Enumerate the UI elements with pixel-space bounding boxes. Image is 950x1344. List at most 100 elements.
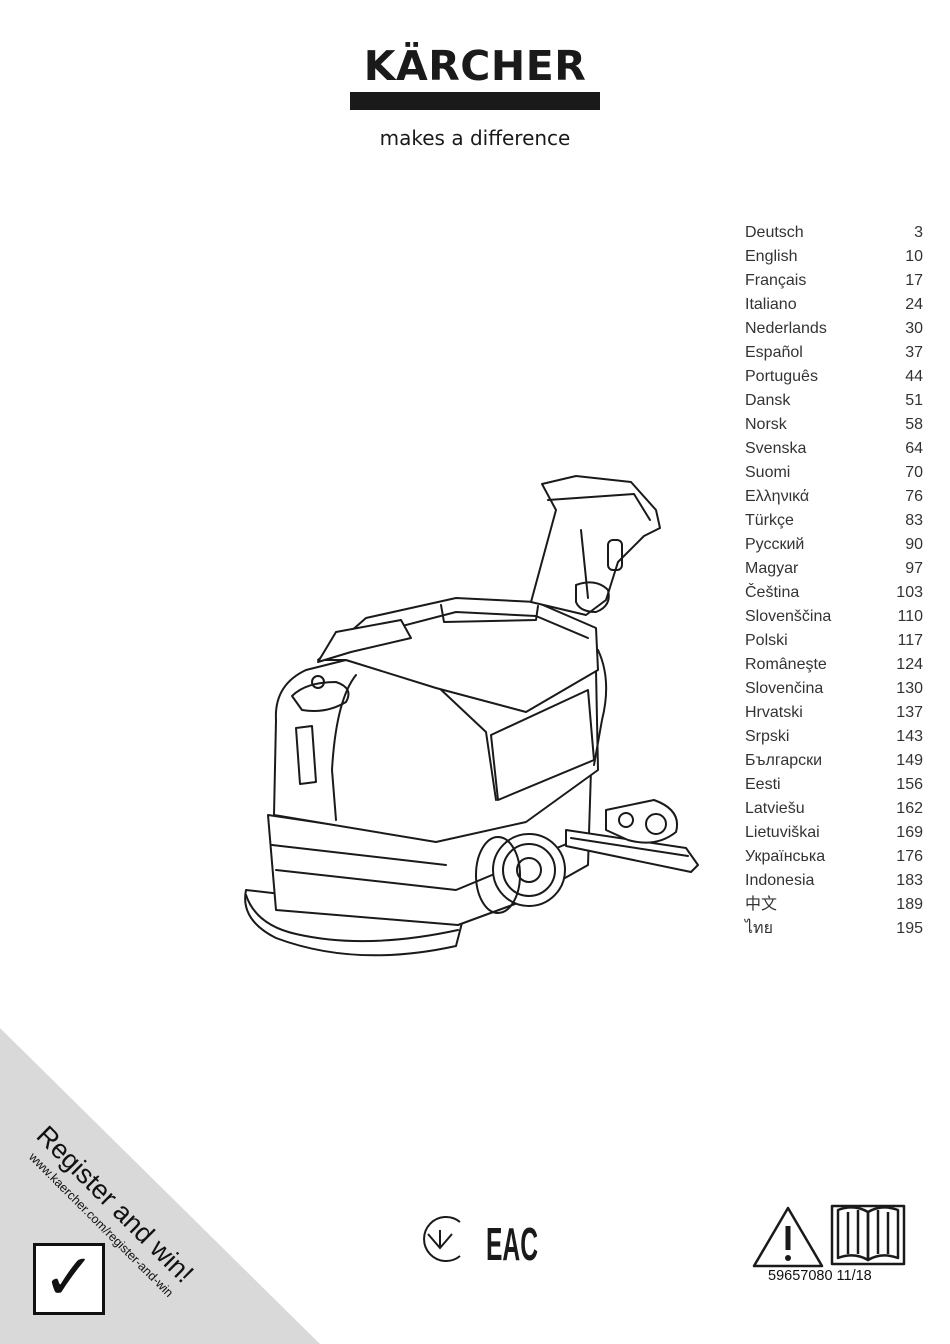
toc-language: Hrvatski: [745, 704, 803, 721]
toc-page-number: 169: [896, 824, 923, 841]
toc-page-number: 137: [896, 704, 923, 721]
toc-entry[interactable]: Čeština 103: [745, 582, 923, 606]
brand-logo: KÄRCHER: [350, 44, 600, 112]
toc-page-number: 83: [905, 512, 923, 529]
toc-language: 中文: [745, 896, 778, 913]
toc-language: Українська: [745, 848, 826, 865]
toc-language: Ελληνικά: [745, 488, 810, 505]
toc-language: Čeština: [745, 584, 800, 601]
toc-entry[interactable]: Nederlands 30: [745, 318, 923, 342]
toc-language: Indonesia: [745, 872, 815, 889]
toc-page-number: 103: [896, 584, 923, 601]
toc-page-number: 70: [905, 464, 923, 481]
toc-page-number: 156: [896, 776, 923, 793]
toc-entry[interactable]: Indonesia 183: [745, 870, 923, 894]
toc-language: Deutsch: [745, 224, 804, 241]
safety-icons: [752, 1204, 906, 1268]
toc-language: Suomi: [745, 464, 791, 481]
certification-marks: EAC: [423, 1216, 538, 1268]
floor-scrubber-illustration: [244, 475, 699, 957]
open-book-icon: [830, 1204, 906, 1266]
toc-language: Norsk: [745, 416, 787, 433]
toc-page-number: 17: [905, 272, 923, 289]
toc-entry[interactable]: Lietuviškai 169: [745, 822, 923, 846]
toc-page-number: 189: [896, 896, 923, 913]
eac-mark: EAC: [486, 1218, 538, 1268]
toc-language: Magyar: [745, 560, 799, 577]
toc-language: Español: [745, 344, 803, 361]
toc-entry[interactable]: Dansk 51: [745, 390, 923, 414]
brand-tagline: makes a difference: [379, 126, 571, 150]
toc-language: Slovenščina: [745, 608, 832, 625]
ukrainian-conformity-mark-icon: [423, 1216, 461, 1262]
toc-language: Türkçe: [745, 512, 794, 529]
toc-entry[interactable]: Български 149: [745, 750, 923, 774]
toc-entry[interactable]: Svenska 64: [745, 438, 923, 462]
toc-entry[interactable]: Ελληνικά 76: [745, 486, 923, 510]
toc-language: Русский: [745, 536, 805, 553]
toc-page-number: 37: [905, 344, 923, 361]
toc-entry[interactable]: Hrvatski 137: [745, 702, 923, 726]
toc-language: Nederlands: [745, 320, 827, 337]
document-code: 59657080 11/18: [768, 1268, 872, 1284]
toc-page-number: 162: [896, 800, 923, 817]
toc-language: ไทย: [745, 920, 773, 937]
toc-language: Slovenčina: [745, 680, 824, 697]
toc-page-number: 44: [905, 368, 923, 385]
toc-entry[interactable]: Français 17: [745, 270, 923, 294]
toc-entry[interactable]: Latviešu 162: [745, 798, 923, 822]
toc-entry[interactable]: Українська 176: [745, 846, 923, 870]
toc-page-number: 110: [897, 608, 923, 625]
toc-page-number: 3: [914, 224, 923, 241]
warning-triangle-icon: [752, 1206, 824, 1268]
toc-page-number: 176: [896, 848, 923, 865]
register-checkbox: ✓: [33, 1241, 105, 1315]
toc-entry[interactable]: Slovenščina 110: [745, 606, 923, 630]
toc-language: Français: [745, 272, 807, 289]
toc-page-number: 130: [896, 680, 923, 697]
toc-entry[interactable]: Slovenčina 130: [745, 678, 923, 702]
toc-entry[interactable]: Português 44: [745, 366, 923, 390]
toc-entry[interactable]: Suomi 70: [745, 462, 923, 486]
toc-entry[interactable]: English 10: [745, 246, 923, 270]
toc-entry[interactable]: 中文 189: [745, 894, 923, 918]
toc-entry[interactable]: Norsk 58: [745, 414, 923, 438]
toc-page-number: 10: [905, 248, 923, 265]
toc-page-number: 117: [897, 632, 923, 649]
toc-language: Български: [745, 752, 823, 769]
toc-page-number: 58: [905, 416, 923, 433]
toc-entry[interactable]: Magyar 97: [745, 558, 923, 582]
toc-page-number: 64: [905, 440, 923, 457]
toc-page-number: 51: [905, 392, 923, 409]
toc-entry[interactable]: Русский 90: [745, 534, 923, 558]
toc-page-number: 195: [896, 920, 923, 937]
toc-language: Português: [745, 368, 818, 385]
toc-page-number: 183: [896, 872, 923, 889]
toc-entry[interactable]: Româneşte 124: [745, 654, 923, 678]
toc-page-number: 30: [905, 320, 923, 337]
toc-page-number: 124: [896, 656, 923, 673]
toc-language: Srpski: [745, 728, 790, 745]
toc-language: Româneşte: [745, 656, 827, 673]
toc-entry[interactable]: Srpski 143: [745, 726, 923, 750]
toc-language: Latviešu: [745, 800, 805, 817]
toc-language: Svenska: [745, 440, 807, 457]
toc-language: Lietuviškai: [745, 824, 820, 841]
toc-page-number: 143: [896, 728, 923, 745]
brand-bar: [350, 92, 600, 110]
toc-page-number: 76: [905, 488, 923, 505]
check-icon: ✓: [42, 1241, 96, 1315]
toc-page-number: 90: [905, 536, 923, 553]
toc-entry[interactable]: ไทย 195: [745, 918, 923, 942]
toc-entry[interactable]: Español 37: [745, 342, 923, 366]
toc-page-number: 149: [896, 752, 923, 769]
toc-entry[interactable]: Türkçe 83: [745, 510, 923, 534]
toc-language: English: [745, 248, 798, 265]
toc-page-number: 97: [905, 560, 923, 577]
toc-entry[interactable]: Deutsch 3: [745, 222, 923, 246]
toc-language: Dansk: [745, 392, 791, 409]
